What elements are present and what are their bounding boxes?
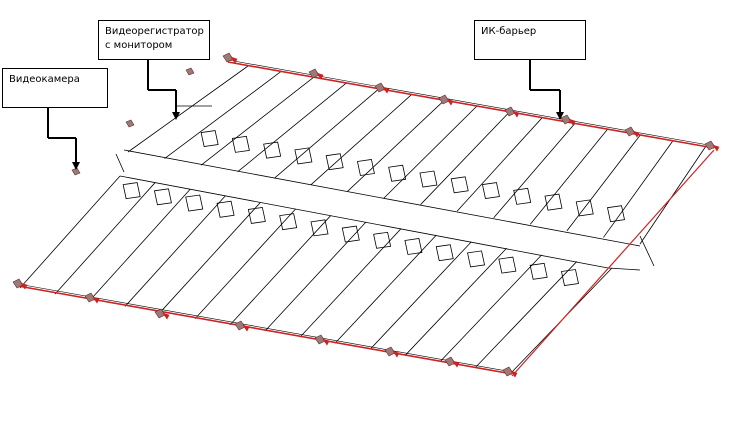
parking-spot-marker	[247, 206, 266, 224]
fence-right	[511, 149, 715, 377]
parking-spot-marker	[419, 170, 438, 188]
fence-top-inner	[227, 59, 715, 147]
parking-spot-marker	[435, 244, 454, 262]
video-camera-icon	[185, 67, 195, 76]
aisle-line-lower	[119, 175, 609, 269]
parking-spot-marker	[279, 213, 298, 231]
video-camera-icon	[125, 119, 135, 128]
stall-divider-upper	[383, 105, 478, 199]
stall-divider-lower	[54, 182, 156, 295]
ir-barrier-device-arrow	[512, 110, 520, 118]
ir-barrier-device-arrow	[712, 144, 720, 152]
parking-spots	[122, 130, 625, 286]
stall-divider-upper	[164, 71, 281, 159]
stall-divider-lower	[124, 195, 226, 307]
parking-spot-marker	[325, 153, 344, 171]
parking-spot-marker	[481, 182, 500, 200]
ir-barrier-device-arrow	[162, 312, 170, 320]
callout-leaders	[47, 60, 564, 170]
stall-divider-lower	[334, 234, 437, 344]
stall-divider-upper	[200, 77, 314, 166]
parking-spot-marker	[560, 269, 579, 286]
stall-divider-lower	[19, 175, 121, 289]
ir-barrier-device-arrow	[230, 56, 238, 64]
stall-divider-upper	[237, 82, 347, 173]
parking-spot-marker	[544, 193, 563, 211]
ir-barrier-device-arrow	[316, 72, 324, 80]
stall-divider-upper	[310, 94, 412, 186]
stall-divider-upper	[347, 99, 445, 192]
parking-spot-marker	[341, 225, 360, 243]
parking-spot-marker	[263, 141, 282, 159]
parking-spot-marker	[122, 182, 141, 200]
ir-barrier-device-arrow	[446, 98, 454, 106]
ir-barrier-device-arrow	[20, 282, 28, 290]
parking-spot-marker	[153, 188, 172, 206]
parking-lines	[19, 65, 707, 375]
ir-barrier-label: ИК-барьер	[481, 26, 537, 37]
fence-top	[227, 61, 715, 149]
aisle-line-upper	[123, 149, 641, 247]
ir-leader-arrow	[556, 112, 564, 120]
dvr-label-line1: Видеорегистратор	[105, 26, 204, 37]
fence-bottom	[17, 285, 513, 375]
parking-spot-marker	[404, 238, 423, 255]
parking-spot-marker	[529, 262, 548, 280]
stall-divider-upper	[456, 117, 543, 212]
parking-spot-marker	[231, 135, 250, 153]
stall-divider-upper	[127, 65, 249, 153]
ir-barrier-device-arrow	[568, 118, 576, 126]
stall-divider-upper	[420, 111, 511, 205]
ir-barrier-device-arrow	[92, 296, 100, 304]
camera-leader-arrow	[72, 162, 80, 170]
parking-spot-marker	[200, 130, 219, 148]
ir-barrier-device-arrow	[392, 350, 400, 358]
dvr-callout: Видеорегистратор с монитором	[98, 20, 210, 60]
stall-divider-upper	[274, 88, 380, 179]
parking-spot-marker	[388, 164, 407, 182]
stall-divider-lower	[404, 248, 507, 356]
parking-spot-marker	[498, 256, 517, 274]
dvr-label-line2: с монитором	[105, 40, 173, 51]
ir-barrier-device-arrow	[382, 86, 390, 94]
aisle-start-tick	[115, 153, 125, 173]
parking-spot-marker	[373, 231, 392, 249]
ir-barrier-device-arrow	[322, 338, 330, 346]
dvr-leader-arrow	[172, 112, 180, 120]
camera-callout: Видеокамера	[2, 68, 108, 108]
ir-barrier-device-arrow	[632, 130, 640, 138]
devices	[12, 52, 720, 378]
parking-spot-marker	[356, 159, 375, 176]
parking-spot-marker	[216, 200, 235, 218]
stall-divider-lower	[194, 208, 297, 319]
fence-bottom-inner	[17, 283, 513, 373]
ir-barrier-device-arrow	[510, 370, 518, 378]
stall-divider-lower	[264, 221, 367, 332]
stall-divider-lower	[439, 254, 543, 362]
stall-divider-upper	[603, 140, 674, 238]
parking-spot-marker	[513, 187, 532, 205]
ir-barrier-device-arrow	[242, 324, 250, 332]
aisle-line-lower-ext	[607, 267, 641, 271]
stall-divider-upper	[566, 134, 641, 232]
parking-spot-marker	[294, 147, 313, 165]
parking-spot-marker	[575, 199, 594, 217]
stall-divider-lower	[474, 261, 578, 369]
parking-spot-marker	[607, 205, 625, 223]
stall-divider-lower	[229, 215, 332, 326]
parking-spot-marker	[185, 194, 204, 212]
parking-spot-marker	[467, 250, 486, 268]
camera-label: Видеокамера	[9, 74, 80, 85]
parking-spot-marker	[310, 219, 329, 237]
stall-divider-lower	[159, 202, 261, 313]
ir-barrier-device-arrow	[452, 360, 460, 368]
parking-spot-marker	[450, 176, 469, 194]
stall-divider-lower	[369, 241, 472, 350]
stall-divider-upper	[529, 128, 609, 225]
stall-divider-lower	[89, 188, 191, 301]
stall-divider-upper	[493, 122, 576, 218]
stall-divider-lower	[299, 228, 402, 338]
ir-barrier-callout: ИК-барьер	[474, 20, 586, 60]
